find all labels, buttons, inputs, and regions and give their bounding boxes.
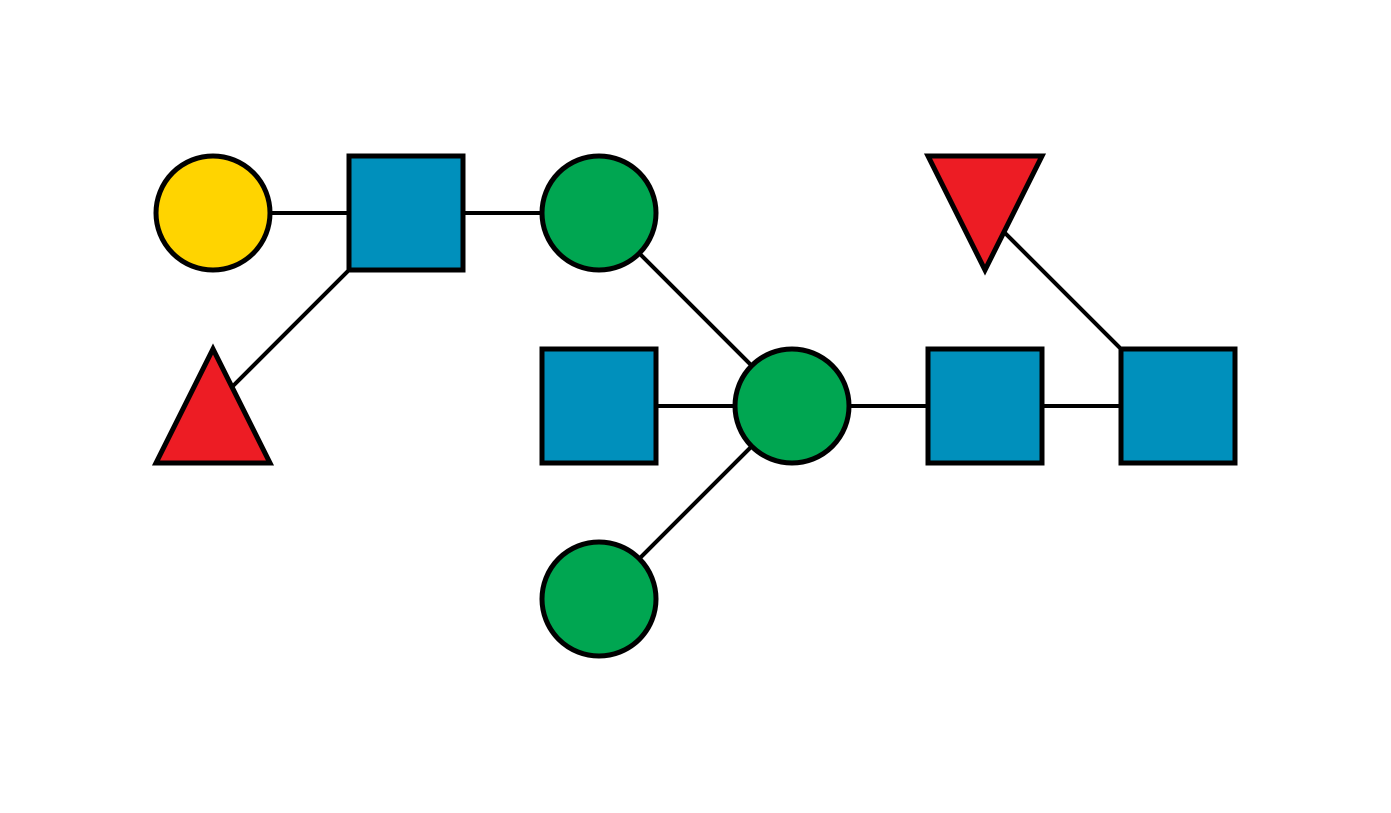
node-glcnac-antenna-blue-square-icon xyxy=(346,153,466,273)
node-gal-yellow-circle-icon xyxy=(153,153,273,273)
node-man-lower-green-circle-icon xyxy=(539,539,659,659)
node-fuc-core-red-triangle-icon xyxy=(923,153,1047,276)
node-man-core-green-circle-icon xyxy=(732,346,852,466)
node-glcnac-core-1-blue-square-icon xyxy=(1118,346,1238,466)
node-glcnac-core-2-blue-square-icon xyxy=(925,346,1045,466)
node-man-upper-green-circle-icon xyxy=(539,153,659,273)
node-fuc-antenna-red-triangle-icon xyxy=(151,343,275,466)
node-glcnac-bisecting-blue-square-icon xyxy=(539,346,659,466)
nodes-layer xyxy=(151,153,1238,659)
